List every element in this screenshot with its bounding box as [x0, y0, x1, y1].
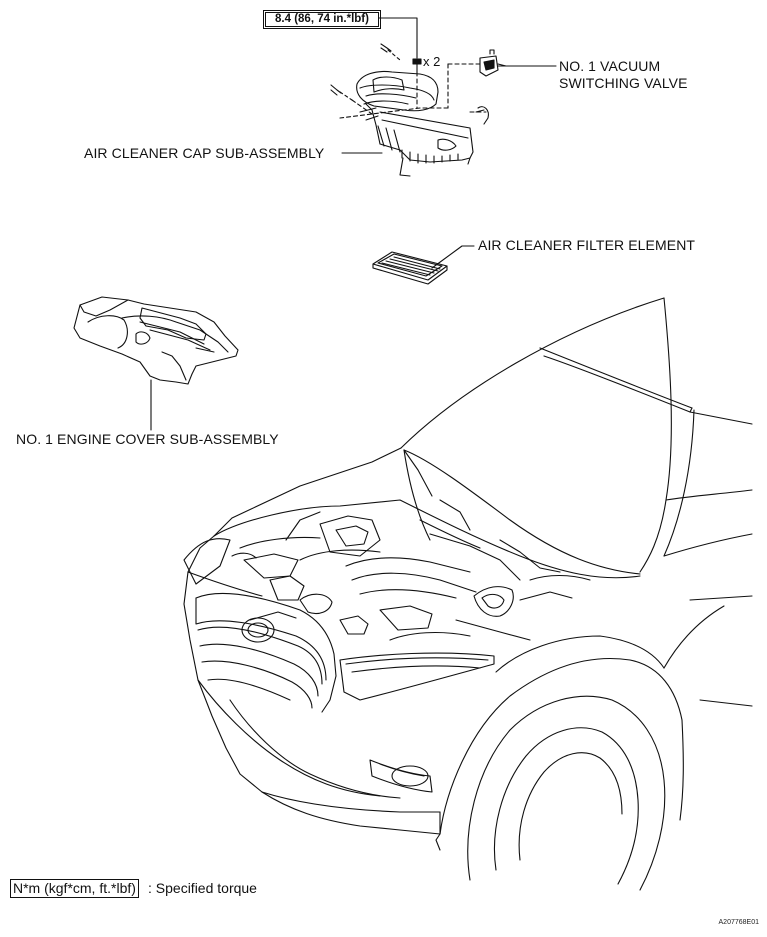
torque-unit-text: N*m (kgf*cm, ft.*lbf)	[13, 880, 136, 896]
engine-cover-drawing	[73, 296, 239, 431]
engine-cover-label: NO. 1 ENGINE COVER SUB-ASSEMBLY	[16, 431, 279, 447]
vacuum-valve-label-line1: NO. 1 VACUUM	[559, 58, 661, 74]
vehicle-drawing	[183, 297, 753, 891]
torque-legend-text: : Specified torque	[148, 880, 257, 896]
air-cleaner-filter-drawing	[372, 245, 475, 285]
torque-spec-text: 8.4 (86, 74 in.*lbf)	[275, 13, 369, 25]
air-cleaner-cap-label: AIR CLEANER CAP SUB-ASSEMBLY	[84, 145, 325, 161]
torque-leader-line	[378, 17, 418, 59]
assembly-dashed-lines	[339, 63, 487, 119]
air-cleaner-cap-drawing	[356, 70, 474, 177]
torque-unit-legend-box: N*m (kgf*cm, ft.*lbf)	[10, 879, 139, 898]
air-cleaner-filter-label: AIR CLEANER FILTER ELEMENT	[478, 237, 696, 253]
bolt-quantity: x 2	[423, 54, 441, 69]
vacuum-switching-valve-drawing	[475, 49, 557, 125]
bolt-icon	[412, 58, 422, 73]
vacuum-valve-label-line2: SWITCHING VALVE	[559, 75, 688, 91]
clamp-arrow-icon	[330, 43, 401, 101]
torque-spec-box: 8.4 (86, 74 in.*lbf)	[263, 10, 381, 29]
figure-code: A207768E01	[718, 919, 759, 926]
